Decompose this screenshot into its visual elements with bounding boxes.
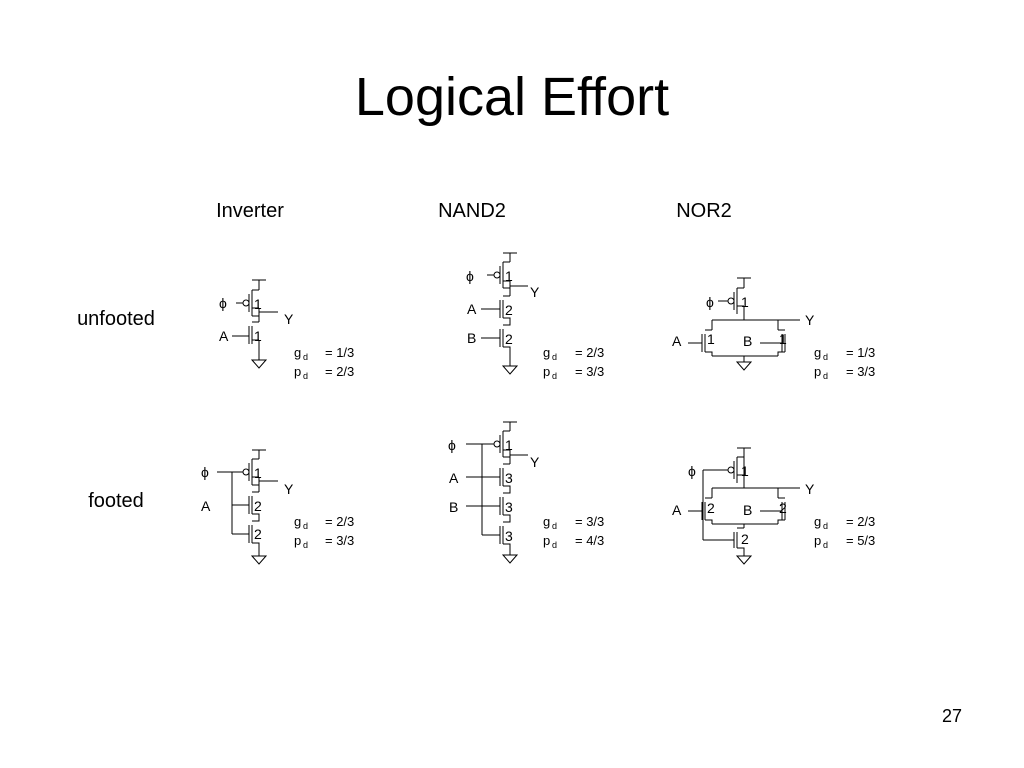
nand2-footed-input-b: B: [449, 499, 458, 515]
inverter-unfooted-p-label: p: [294, 364, 301, 379]
nand2-unfooted-output-y: Y: [530, 284, 540, 300]
nand2-unfooted-size-a: 2: [505, 302, 513, 318]
nand2-footed-p-label: p: [543, 533, 550, 548]
nor2-footed-circuit: [688, 447, 800, 565]
nor2-footed-p-label: p: [814, 533, 821, 548]
page-number: 27: [941, 706, 962, 726]
nor2-footed-input-a: A: [672, 502, 682, 518]
nand2-footed-input-a: A: [449, 470, 459, 486]
nand2-unfooted-g-value: = 2/3: [575, 345, 604, 360]
nand2-footed-p-value: = 4/3: [575, 533, 604, 548]
nand2-unfooted-g-label: g: [543, 345, 550, 360]
nor2-footed-output-y: Y: [805, 481, 815, 497]
slide-title: Logical Effort: [354, 67, 670, 127]
inverter-footed-input-a: A: [201, 498, 211, 514]
nor2-unfooted-circuit: [688, 277, 800, 371]
nand2-footed-size-b: 3: [505, 499, 513, 515]
inverter-unfooted-clock-label: ϕ: [219, 295, 227, 311]
inverter-unfooted-g-subscript: d: [303, 352, 308, 362]
nor2-unfooted-size-clock: 1: [741, 294, 749, 310]
inverter-footed-output-y: Y: [284, 481, 294, 497]
inverter-unfooted-p-subscript: d: [303, 371, 308, 381]
inverter-footed-p-value: = 3/3: [325, 533, 354, 548]
nor2-unfooted-g-value: = 1/3: [846, 345, 875, 360]
inverter-footed-size-clock: 1: [254, 465, 262, 481]
inverter-unfooted-size-clock: 1: [254, 296, 262, 312]
row-header-footed: footed: [88, 490, 144, 512]
nor2-footed-g-label: g: [814, 514, 821, 529]
nor2-footed-g-value: = 2/3: [846, 514, 875, 529]
inverter-unfooted-circuit: [232, 279, 278, 369]
inverter-footed-p-subscript: d: [303, 540, 308, 550]
inverter-unfooted-g-value: = 1/3: [325, 345, 354, 360]
nor2-unfooted-input-a: A: [672, 333, 682, 349]
nor2-footed-size-clock: 1: [741, 463, 749, 479]
inverter-footed-clock-label: ϕ: [201, 464, 209, 480]
nand2-footed-circuit: [466, 421, 528, 564]
nor2-unfooted-clock-label: ϕ: [706, 294, 714, 310]
nand2-unfooted-circuit: [481, 252, 528, 375]
nor2-footed-clock-label: ϕ: [688, 463, 696, 479]
column-header-nand2: NAND2: [438, 200, 506, 222]
inverter-unfooted-output-y: Y: [284, 311, 294, 327]
nor2-unfooted-output-y: Y: [805, 312, 815, 328]
nand2-footed-size-a: 3: [505, 470, 513, 486]
inverter-footed-size-a: 2: [254, 498, 262, 514]
nand2-unfooted-p-subscript: d: [552, 371, 557, 381]
inverter-unfooted-input-a: A: [219, 328, 229, 344]
nand2-footed-size-foot: 3: [505, 528, 513, 544]
inverter-footed-g-value: = 2/3: [325, 514, 354, 529]
nand2-footed-g-value: = 3/3: [575, 514, 604, 529]
nor2-footed-size-a: 2: [707, 500, 715, 516]
nand2-footed-g-label: g: [543, 514, 550, 529]
nand2-footed-clock-label: ϕ: [448, 437, 456, 453]
nand2-unfooted-clock-label: ϕ: [466, 268, 474, 284]
nor2-unfooted-input-b: B: [743, 333, 752, 349]
column-header-inverter: Inverter: [216, 200, 284, 222]
inverter-footed-p-label: p: [294, 533, 301, 548]
nor2-footed-p-subscript: d: [823, 540, 828, 550]
inverter-unfooted-g-label: g: [294, 345, 301, 360]
nand2-footed-output-y: Y: [530, 454, 540, 470]
inverter-unfooted-size-a: 1: [254, 328, 262, 344]
inverter-footed-g-label: g: [294, 514, 301, 529]
inverter-unfooted-p-value: = 2/3: [325, 364, 354, 379]
nand2-footed-g-subscript: d: [552, 521, 557, 531]
nor2-footed-input-b: B: [743, 502, 752, 518]
nand2-footed-p-subscript: d: [552, 540, 557, 550]
nor2-unfooted-g-subscript: d: [823, 352, 828, 362]
nor2-unfooted-p-label: p: [814, 364, 821, 379]
nand2-unfooted-p-value: = 3/3: [575, 364, 604, 379]
nand2-unfooted-size-clock: 1: [505, 268, 513, 284]
column-header-nor2: NOR2: [676, 200, 732, 222]
inverter-footed-size-foot: 2: [254, 526, 262, 542]
nand2-unfooted-g-subscript: d: [552, 352, 557, 362]
nor2-unfooted-p-subscript: d: [823, 371, 828, 381]
nor2-unfooted-p-value: = 3/3: [846, 364, 875, 379]
nand2-unfooted-size-b: 2: [505, 331, 513, 347]
nor2-unfooted-size-a: 1: [707, 331, 715, 347]
nor2-unfooted-g-label: g: [814, 345, 821, 360]
inverter-footed-circuit: [217, 449, 278, 565]
nor2-footed-size-b: 2: [779, 500, 787, 516]
nand2-unfooted-input-b: B: [467, 330, 476, 346]
nor2-footed-g-subscript: d: [823, 521, 828, 531]
nor2-unfooted-size-b: 1: [779, 331, 787, 347]
nor2-footed-p-value: = 5/3: [846, 533, 875, 548]
row-header-unfooted: unfooted: [77, 308, 155, 330]
nand2-unfooted-p-label: p: [543, 364, 550, 379]
nand2-footed-size-clock: 1: [505, 437, 513, 453]
inverter-footed-g-subscript: d: [303, 521, 308, 531]
nor2-footed-size-foot: 2: [741, 531, 749, 547]
nand2-unfooted-input-a: A: [467, 301, 477, 317]
